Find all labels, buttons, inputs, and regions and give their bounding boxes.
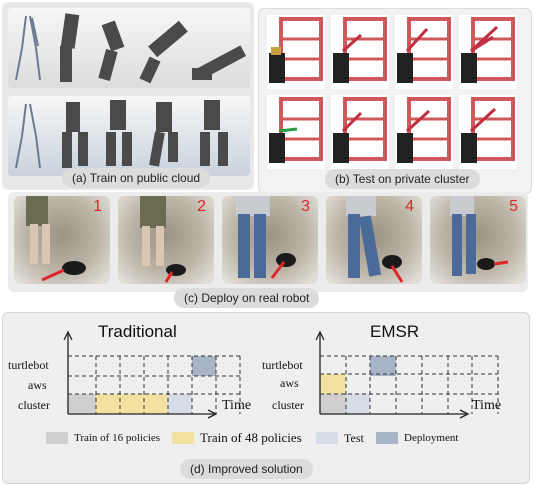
shelf-sim-7 xyxy=(395,95,453,169)
shelf-sim-2 xyxy=(331,15,389,89)
caption-c: (c) Deploy on real robot xyxy=(174,288,320,308)
shelf-sim-4 xyxy=(459,15,517,89)
step-number-3: 3 xyxy=(301,198,310,215)
legend-train16: Train of 16 policies xyxy=(74,432,161,444)
robot-photo-4: 4 xyxy=(326,196,422,284)
shelf-sim-5 xyxy=(267,95,325,169)
traditional-row-cluster: cluster xyxy=(18,398,50,412)
emsr-row-cluster: cluster xyxy=(272,398,304,412)
emsr-row-aws: aws xyxy=(280,376,299,390)
shelf-sim-6 xyxy=(331,95,389,169)
robot-photo-1: 1 xyxy=(14,196,110,284)
walker-sim-image-top xyxy=(8,8,250,88)
legend-deployment: Deployment xyxy=(404,432,459,444)
legend-swatch-train48 xyxy=(172,432,194,444)
emsr-train16-bar xyxy=(320,394,346,414)
caption-d: (d) Improved solution xyxy=(180,459,313,479)
legend-train48: Train of 48 policies xyxy=(200,430,302,445)
traditional-deployment-bar xyxy=(192,356,216,376)
legend-swatch-train16 xyxy=(46,432,68,444)
emsr-deployment-bar xyxy=(370,356,396,376)
emsr-train48-bar xyxy=(320,374,346,394)
traditional-row-turtlebot: turtlebot xyxy=(8,358,49,372)
legend-test: Test xyxy=(344,431,364,445)
shelf-sim-8 xyxy=(459,95,517,169)
caption-a: (a) Train on public cloud xyxy=(62,168,211,188)
traditional-row-aws: aws xyxy=(28,378,47,392)
traditional-test-bar xyxy=(168,394,192,414)
caption-b: (b) Test on private cluster xyxy=(325,169,480,189)
step-number-2: 2 xyxy=(197,198,206,215)
traditional-train48-bar xyxy=(96,394,168,414)
traditional-time-label: Time xyxy=(222,398,252,413)
traditional-train16-bar xyxy=(68,394,96,414)
emsr-row-turtlebot: turtlebot xyxy=(262,358,303,372)
shelf-sim-1 xyxy=(267,15,325,89)
panel-train-public-cloud: (a) Train on public cloud xyxy=(2,2,254,190)
panel-test-private-cluster: (b) Test on private cluster xyxy=(258,8,532,194)
step-number-1: 1 xyxy=(93,198,102,215)
emsr-time-label: Time xyxy=(472,398,502,413)
legend-swatch-test xyxy=(316,432,338,444)
emsr-title: EMSR xyxy=(370,322,420,341)
robot-photo-2: 2 xyxy=(118,196,214,284)
robot-photo-5: 5 xyxy=(430,196,526,284)
legend-swatch-deployment xyxy=(376,432,398,444)
robot-photo-3: 3 xyxy=(222,196,318,284)
step-number-5: 5 xyxy=(509,198,518,215)
emsr-test-bar xyxy=(346,394,370,414)
walker-sim-image-bottom xyxy=(8,96,250,176)
traditional-title: Traditional xyxy=(98,322,177,341)
step-number-4: 4 xyxy=(405,198,414,215)
shelf-sim-3 xyxy=(395,15,453,89)
